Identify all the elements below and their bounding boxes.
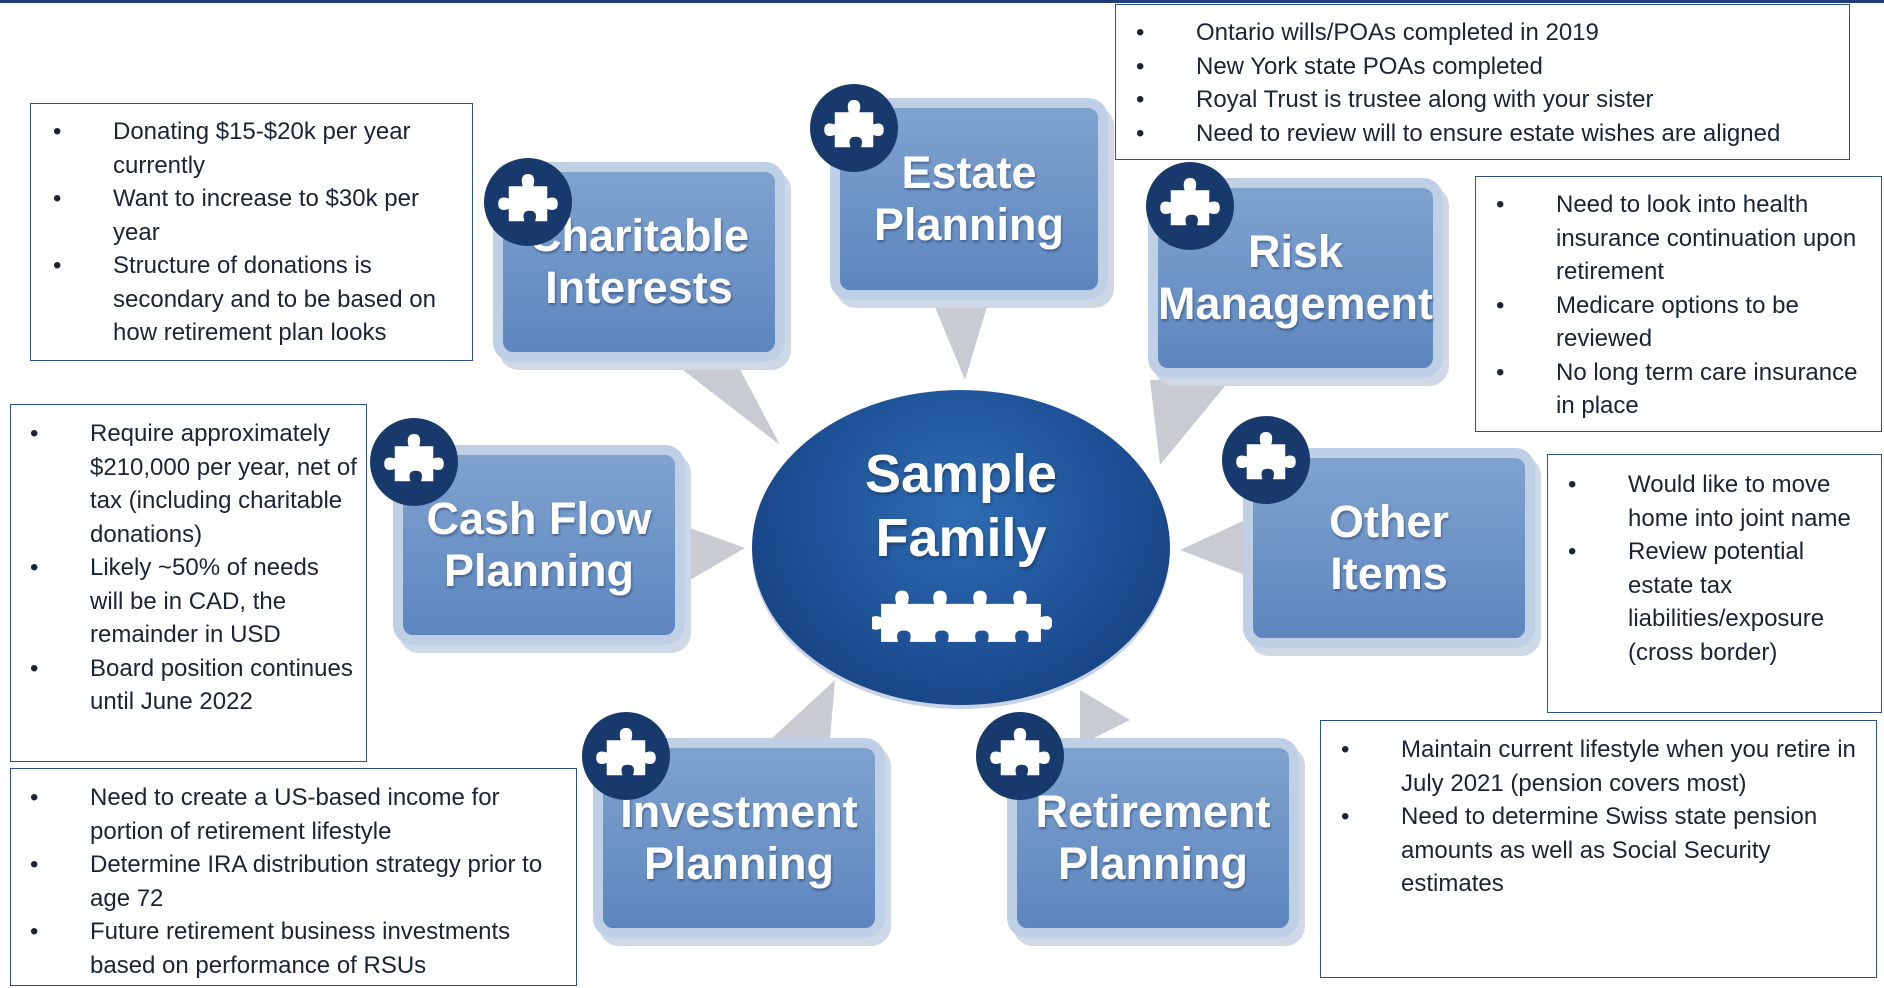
- note-estate-planning: Ontario wills/POAs completed in 2019 New…: [1115, 4, 1850, 160]
- connector-investment: [770, 680, 835, 740]
- puzzle-piece-icon: [484, 158, 572, 246]
- connector-risk: [1150, 380, 1230, 465]
- puzzle-piece-icon: [582, 712, 670, 800]
- connector-retirement: [1080, 690, 1130, 745]
- list-item: Determine IRA distribution strategy prio…: [30, 848, 566, 915]
- puzzle-piece-icon: [1146, 162, 1234, 250]
- list-item: Review potential estate tax liabilities/…: [1568, 535, 1873, 669]
- list-item: New York state POAs completed: [1136, 50, 1835, 84]
- list-item: Donating $15-$20k per year currently: [53, 115, 462, 182]
- puzzle-piece-icon: [976, 712, 1064, 800]
- tile-label: Risk Management: [1157, 226, 1434, 329]
- list-item: Need to create a US-based income for por…: [30, 781, 566, 848]
- list-item: No long term care insurance in place: [1496, 356, 1871, 423]
- connector-estate: [928, 290, 992, 380]
- list-item: Board position continues until June 2022: [30, 652, 358, 719]
- list-item: Maintain current lifestyle when you reti…: [1341, 733, 1866, 800]
- people-puzzle-icon: [872, 590, 1052, 642]
- list-item: Require approximately $210,000 per year,…: [30, 417, 358, 551]
- list-item: Want to increase to $30k per year: [53, 182, 462, 249]
- list-item: Need to review will to ensure estate wis…: [1136, 117, 1835, 151]
- center-ellipse: Sample Family: [752, 390, 1170, 705]
- list-item: Need to determine Swiss state pension am…: [1341, 800, 1866, 901]
- note-charitable-interests: Donating $15-$20k per year currently Wan…: [30, 103, 473, 361]
- list-item: Future retirement business investments b…: [30, 915, 566, 982]
- note-list: Donating $15-$20k per year currently Wan…: [31, 115, 462, 350]
- tile-label: Retirement Planning: [1035, 786, 1271, 889]
- note-list: Need to look into health insurance conti…: [1476, 188, 1871, 423]
- list-item: Royal Trust is trustee along with your s…: [1136, 83, 1835, 117]
- note-risk-management: Need to look into health insurance conti…: [1475, 176, 1882, 432]
- list-item: Ontario wills/POAs completed in 2019: [1136, 16, 1835, 50]
- note-list: Ontario wills/POAs completed in 2019 New…: [1116, 16, 1835, 150]
- list-item: Medicare options to be reviewed: [1496, 289, 1871, 356]
- tile-label: Cash Flow Planning: [426, 493, 652, 596]
- note-list: Would like to move home into joint name …: [1548, 468, 1873, 669]
- note-other-items: Would like to move home into joint name …: [1547, 454, 1882, 713]
- note-list: Need to create a US-based income for por…: [11, 781, 566, 982]
- note-list: Maintain current lifestyle when you reti…: [1321, 733, 1866, 901]
- top-rule: [0, 0, 1884, 3]
- puzzle-piece-icon: [810, 84, 898, 172]
- tile-label: Other Items: [1328, 496, 1449, 599]
- note-cash-flow-planning: Require approximately $210,000 per year,…: [10, 404, 367, 762]
- tile-estate-planning[interactable]: Estate Planning: [830, 98, 1108, 300]
- connector-charitable: [670, 360, 780, 445]
- note-retirement-planning: Maintain current lifestyle when you reti…: [1320, 720, 1877, 978]
- connector-other: [1180, 520, 1245, 575]
- tile-label: Investment Planning: [620, 786, 858, 889]
- list-item: Likely ~50% of needs will be in CAD, the…: [30, 551, 358, 652]
- note-list: Require approximately $210,000 per year,…: [11, 417, 358, 719]
- tile-label: Estate Planning: [874, 147, 1064, 250]
- puzzle-piece-icon: [1222, 416, 1310, 504]
- connector-cashflow: [690, 528, 745, 580]
- list-item: Need to look into health insurance conti…: [1496, 188, 1871, 289]
- list-item: Structure of donations is secondary and …: [53, 249, 462, 350]
- center-title: Sample Family: [864, 444, 1058, 568]
- tile-investment-planning[interactable]: Investment Planning: [593, 738, 885, 938]
- note-investment-planning: Need to create a US-based income for por…: [10, 768, 577, 986]
- list-item: Would like to move home into joint name: [1568, 468, 1873, 535]
- puzzle-piece-icon: [370, 418, 458, 506]
